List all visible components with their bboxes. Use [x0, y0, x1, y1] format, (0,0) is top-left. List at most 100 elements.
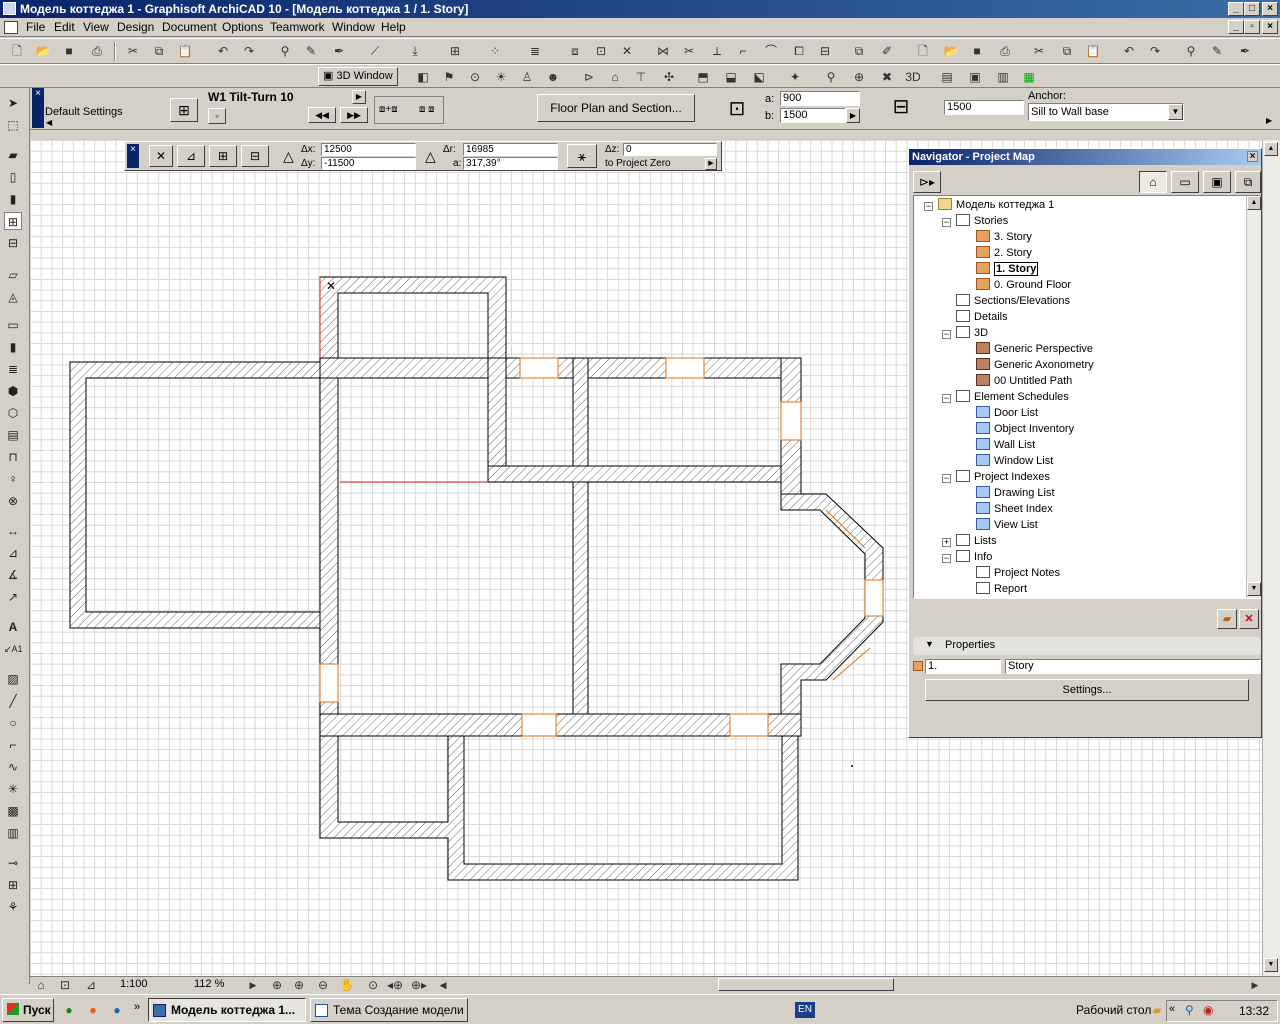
- publisher-tab-icon[interactable]: ⧉: [1235, 171, 1261, 193]
- wall-tool-icon[interactable]: ▰: [8, 148, 18, 162]
- hotspot-tool-icon[interactable]: ✳: [7, 782, 19, 796]
- angle-field[interactable]: 317,39°: [463, 157, 558, 170]
- expander-3d[interactable]: −: [942, 329, 951, 339]
- walk-icon[interactable]: ♙: [521, 70, 533, 84]
- close-button[interactable]: ×: [1262, 2, 1278, 16]
- sun-icon[interactable]: ☀: [495, 70, 507, 84]
- menu-help[interactable]: Help: [381, 20, 406, 34]
- dz-field[interactable]: 0: [623, 143, 717, 156]
- guide-lines-icon[interactable]: ⟋: [370, 44, 380, 58]
- expander-schedules[interactable]: −: [942, 393, 951, 403]
- tree-item-object-inventory[interactable]: Object Inventory: [976, 421, 1074, 437]
- doc-minimize-button[interactable]: _: [1228, 20, 1244, 34]
- scroll-up-icon[interactable]: ▲: [1264, 142, 1278, 156]
- story-number-field[interactable]: 1.: [925, 659, 1001, 674]
- menu-teamwork[interactable]: Teamwork: [270, 20, 325, 34]
- project-zero-icon[interactable]: ⚹: [567, 144, 597, 168]
- figure-tool-icon[interactable]: ▩: [7, 804, 19, 818]
- cut-icon[interactable]: ✂: [127, 44, 139, 58]
- offset-icon[interactable]: ⧠: [794, 44, 804, 58]
- beam-tool-icon[interactable]: ▭: [7, 318, 19, 332]
- flip-icon[interactable]: ⧈ ⧈: [419, 104, 435, 115]
- menu-edit[interactable]: Edit: [54, 20, 75, 34]
- tree-item-indexes[interactable]: Project Indexes: [956, 469, 1050, 485]
- detail-tool-icon[interactable]: ⊞: [7, 878, 19, 892]
- zoom-menu-icon[interactable]: ▶: [249, 980, 257, 990]
- zone-tool-icon[interactable]: ▤: [7, 428, 19, 442]
- grid-color-icon[interactable]: ▦: [1023, 70, 1035, 84]
- angle-dim-tool-icon[interactable]: ∡: [7, 568, 19, 582]
- view-map-tab-icon[interactable]: ▭: [1171, 171, 1199, 193]
- grid-snap-icon[interactable]: ⊞: [449, 44, 461, 58]
- layout-book-tab-icon[interactable]: ▣: [1203, 171, 1231, 193]
- doc-close-button[interactable]: ×: [1262, 20, 1278, 34]
- quicklaunch-icon-3[interactable]: ●: [113, 1003, 121, 1017]
- menu-window[interactable]: Window: [332, 20, 375, 34]
- column-tool-icon[interactable]: ▮: [9, 192, 17, 206]
- paste-icon[interactable]: 📋: [177, 44, 193, 58]
- text-tool-icon[interactable]: A: [8, 620, 18, 634]
- new-folder-icon[interactable]: ▰: [1217, 609, 1237, 629]
- scroll-thumb[interactable]: [718, 978, 894, 991]
- perspective-icon[interactable]: ⊙: [469, 70, 481, 84]
- undo2-icon[interactable]: ↶: [1123, 44, 1135, 58]
- tree-item-sections[interactable]: Sections/Elevations: [956, 293, 1070, 309]
- picture-icon[interactable]: ▤: [941, 70, 953, 84]
- chevron-down-icon[interactable]: ▼: [1168, 104, 1183, 120]
- worksheet-tool-icon[interactable]: ⚘: [7, 900, 19, 914]
- menu-file[interactable]: File: [26, 20, 46, 34]
- zoom-icon[interactable]: ⊕: [293, 978, 305, 992]
- grid-on-icon[interactable]: ⊞: [209, 145, 237, 167]
- infobox-scroll-left-icon[interactable]: ◀: [46, 118, 53, 127]
- cut2-icon[interactable]: ✂: [1033, 44, 1045, 58]
- nav-house-icon[interactable]: ⌂: [37, 978, 45, 992]
- marquee-tool-icon[interactable]: ⬚: [7, 118, 19, 132]
- copy2-icon[interactable]: ⧉: [1062, 44, 1072, 58]
- layers-icon[interactable]: ≣: [529, 44, 541, 58]
- tree-item-story-1[interactable]: 1. Story: [976, 261, 1039, 277]
- tree-item-lists[interactable]: Lists: [956, 533, 997, 549]
- navigator-menu-icon[interactable]: ⊳▸: [913, 171, 941, 193]
- scroll-left-icon[interactable]: ◀: [439, 980, 447, 990]
- tree-item-stories[interactable]: Stories: [956, 213, 1008, 229]
- start-button[interactable]: Пуск: [2, 998, 54, 1022]
- cut-plane-icon[interactable]: ✣: [663, 70, 675, 84]
- open-file-icon[interactable]: 📂: [943, 44, 959, 58]
- skylight-tool-icon[interactable]: ⬡: [7, 406, 19, 420]
- zoom-in-icon[interactable]: ⊕: [271, 978, 283, 992]
- tree-item-details[interactable]: Details: [956, 309, 1008, 325]
- pan-icon[interactable]: ✋: [339, 978, 355, 992]
- dr-field[interactable]: 16985: [463, 143, 558, 156]
- dim-link-button[interactable]: ▶: [846, 108, 860, 123]
- level-dim-tool-icon[interactable]: ⊿: [7, 546, 19, 560]
- story-settings-icon[interactable]: ⊡: [595, 44, 607, 58]
- pick-up-icon[interactable]: ✎: [305, 44, 317, 58]
- zoom-fit-icon[interactable]: ⊡: [59, 978, 71, 992]
- window-settings-button[interactable]: ⊞: [170, 98, 198, 122]
- tree-item-sheet-index[interactable]: Sheet Index: [976, 501, 1053, 517]
- redo2-icon[interactable]: ↷: [1149, 44, 1161, 58]
- dimension-tool-icon[interactable]: ↔: [7, 524, 19, 538]
- slab-tool-icon[interactable]: ▱: [8, 268, 18, 282]
- close-doc-icon[interactable]: ✕: [621, 44, 633, 58]
- undo-icon[interactable]: ↶: [217, 44, 229, 58]
- tree-item-perspective[interactable]: Generic Perspective: [976, 341, 1093, 357]
- dim-a-field[interactable]: 900: [780, 91, 860, 106]
- section-icon[interactable]: ⊳: [583, 70, 595, 84]
- find2-icon[interactable]: ⚲: [1186, 44, 1196, 58]
- print-icon[interactable]: ⎙: [92, 44, 102, 58]
- floor-plan-section-button[interactable]: Floor Plan and Section...: [537, 94, 695, 122]
- tree-item-door-list[interactable]: Door List: [976, 405, 1038, 421]
- roof-tool-icon[interactable]: ◬: [8, 290, 18, 304]
- grid-snap2-icon[interactable]: ⊟: [241, 145, 269, 167]
- tree-item-ground-floor[interactable]: 0. Ground Floor: [976, 277, 1071, 293]
- scale-label[interactable]: 1:100: [120, 978, 148, 990]
- inject2-icon[interactable]: ✒: [1239, 44, 1251, 58]
- tree-scrollbar[interactable]: ▲ ▼: [1246, 196, 1261, 598]
- vertical-scrollbar[interactable]: ▲ ▼: [1262, 140, 1280, 976]
- language-indicator[interactable]: EN: [795, 1002, 815, 1018]
- stair-tool-icon[interactable]: ≣: [7, 362, 19, 376]
- tree-item-project-notes[interactable]: Project Notes: [976, 565, 1060, 581]
- new-file-icon[interactable]: 🗋: [918, 44, 928, 58]
- tree-item-drawing-list[interactable]: Drawing List: [976, 485, 1055, 501]
